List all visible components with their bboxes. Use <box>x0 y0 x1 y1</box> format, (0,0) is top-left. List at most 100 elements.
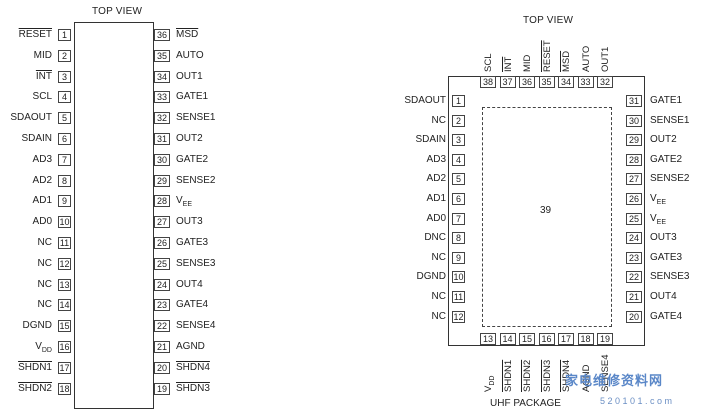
pin-label: OUT2 <box>176 133 203 144</box>
pin-label: SDAIN <box>21 133 52 144</box>
pin-number: 21 <box>626 291 642 303</box>
pin-number: 8 <box>58 174 71 187</box>
pin-label: AUTO <box>176 49 204 61</box>
right-diagram-title: TOP VIEW <box>523 15 574 26</box>
pin-label: MID <box>522 54 533 72</box>
pin-label: SENSE2 <box>176 174 216 186</box>
pin-number: 31 <box>154 133 170 145</box>
pin-number: 35 <box>154 49 170 62</box>
pin-label: AD3 <box>32 153 52 165</box>
pin-label: SENSE3 <box>176 257 216 269</box>
pin-number: 26 <box>626 193 642 205</box>
pin-label: SENSE4 <box>176 320 216 332</box>
pin-number: 23 <box>154 299 170 312</box>
pin-label: SDAOUT <box>10 112 52 124</box>
pin-number: 17 <box>58 361 71 374</box>
watermark-text: 家电维修资料网 <box>565 373 664 388</box>
pin-label: NC <box>37 299 52 311</box>
pin-label: GATE3 <box>650 251 683 263</box>
pin-number: 3 <box>452 134 465 147</box>
watermark-url: 5 2 0 1 0 1 . c o m <box>600 396 673 406</box>
left-chip-body <box>74 22 154 409</box>
pin-label: AD0 <box>426 212 446 224</box>
pin-number: 34 <box>154 70 170 83</box>
pin-number: 30 <box>626 114 642 127</box>
pin-label: GATE4 <box>650 310 683 322</box>
pin-label: INT <box>35 70 52 82</box>
pin-number: 15 <box>58 320 71 333</box>
pin-number: 29 <box>626 134 642 147</box>
pin-number: 12 <box>58 257 71 270</box>
right-chip-body <box>448 76 645 346</box>
pin-label: DNC <box>424 232 446 244</box>
pin-label: AD2 <box>32 174 52 186</box>
pin-number: 34 <box>558 76 574 88</box>
pin-number: 22 <box>626 271 642 284</box>
pin-number: 4 <box>58 91 71 104</box>
pin-number: 6 <box>452 193 465 205</box>
pin-number: 20 <box>626 310 642 323</box>
pin-label: AGND <box>176 341 205 352</box>
pin-number: 29 <box>154 174 170 187</box>
pin-label: NC <box>431 291 446 302</box>
pin-label: AD1 <box>32 195 52 207</box>
pin-number: 33 <box>154 91 170 104</box>
pin-number: 11 <box>58 237 71 249</box>
pin-number: 13 <box>58 278 71 291</box>
pin-label: SCL <box>483 53 494 72</box>
pin-number: 28 <box>154 195 170 208</box>
pin-label: SHDN4 <box>176 361 210 373</box>
pin-number: 7 <box>58 153 71 166</box>
pin-label: GATE2 <box>176 153 209 165</box>
pin-number: 2 <box>452 114 465 127</box>
pin-label: SHDN1 <box>18 361 52 373</box>
pin-number: 8 <box>452 232 465 245</box>
pin-label: SHDN3 <box>541 359 553 392</box>
pin-label: OUT4 <box>650 291 677 302</box>
pin-label: VEE <box>650 212 667 226</box>
pin-number: 27 <box>626 173 642 186</box>
pin-number: 1 <box>58 29 71 41</box>
pin-number: 18 <box>577 333 594 345</box>
pin-number: 17 <box>558 333 574 345</box>
pin-number: 36 <box>519 76 535 88</box>
pin-label: NC <box>37 237 52 248</box>
pin-label: GATE4 <box>176 299 209 311</box>
pin-label: MID <box>33 49 52 61</box>
pin-label: GATE1 <box>650 95 683 106</box>
pin-number: 31 <box>626 95 642 107</box>
pin-label: NC <box>431 310 446 322</box>
pin-number: 15 <box>519 333 535 345</box>
pin-number: 25 <box>154 257 170 270</box>
pin-label: DGND <box>416 271 446 283</box>
pin-number: 16 <box>58 341 71 353</box>
pin-number: 25 <box>626 212 642 225</box>
pin-number: 9 <box>452 251 465 264</box>
pin-number: 22 <box>154 320 170 333</box>
pin-label: NC <box>431 251 446 263</box>
pin-label: OUT1 <box>176 70 203 82</box>
pin-label: AD1 <box>426 193 446 204</box>
pin-number: 24 <box>626 232 642 245</box>
pin-number: 20 <box>154 361 170 374</box>
pin-label: NC <box>37 278 52 290</box>
pin-label: SENSE1 <box>176 112 216 124</box>
pin-number: 19 <box>597 333 613 345</box>
pin-label: AD0 <box>32 216 52 228</box>
pin-number: 11 <box>452 291 465 303</box>
pin-number: 28 <box>626 153 642 166</box>
pin-number: 21 <box>154 341 170 353</box>
pin-number: 35 <box>538 76 555 88</box>
pin-label: VDD <box>35 341 52 354</box>
package-label: UHF PACKAGE <box>490 398 561 409</box>
pin-label: OUT1 <box>600 46 611 72</box>
pin-label: SHDN1 <box>502 359 514 392</box>
pin-label: SHDN3 <box>176 382 210 394</box>
pin-label: VEE <box>176 195 193 209</box>
pin-number: 27 <box>154 216 170 229</box>
pin-number: 32 <box>154 112 170 125</box>
pin-label: SDAIN <box>415 134 446 146</box>
pin-number: 10 <box>452 271 465 284</box>
pin-number: 32 <box>597 76 613 88</box>
pin-label: SHDN2 <box>522 359 533 392</box>
